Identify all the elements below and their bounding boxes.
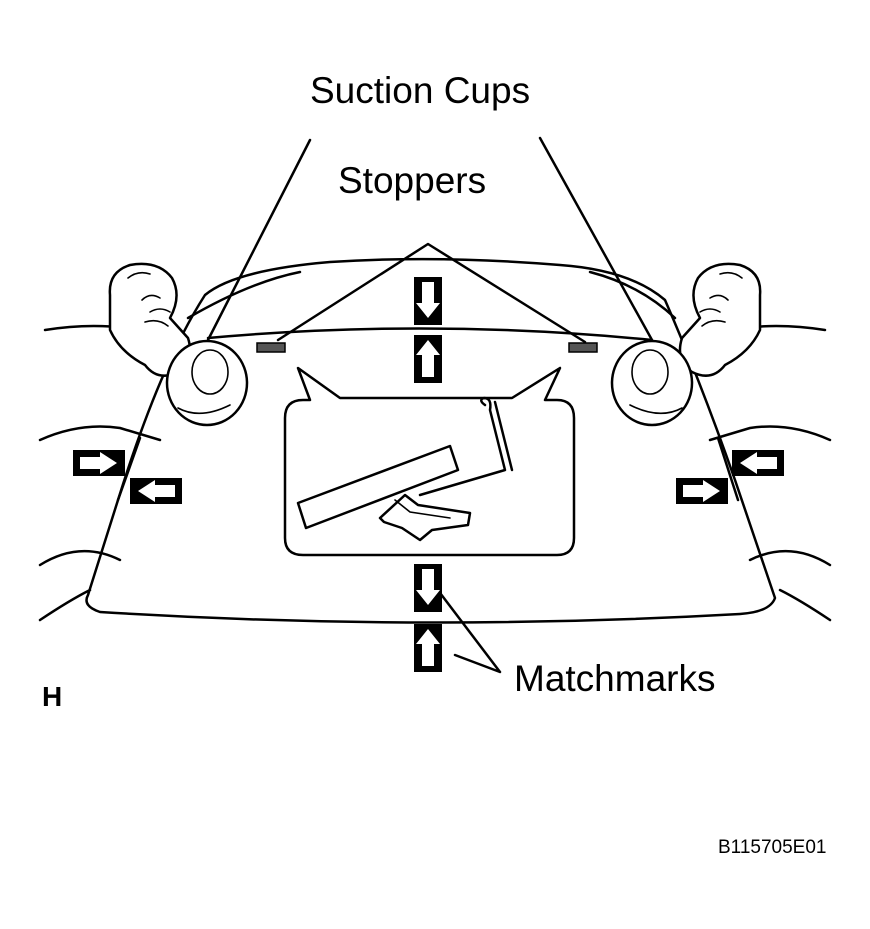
stoppers-label: Stoppers — [338, 160, 487, 201]
right-suction-cup — [610, 339, 694, 427]
body-matchmark-up-lower — [414, 624, 442, 672]
body-matchmark-up — [414, 335, 442, 383]
right-arm — [678, 262, 832, 622]
glass-matchmark-down-lower — [414, 564, 442, 612]
figure-code-label: B115705E01 — [718, 837, 827, 858]
matchmarks-leader — [432, 583, 502, 674]
stopper-detail-callout — [283, 366, 576, 557]
right-side-matchmark-right — [676, 478, 728, 504]
left-side-matchmark-left — [130, 478, 182, 504]
right-stopper — [568, 342, 598, 353]
matchmarks-label: Matchmarks — [514, 658, 716, 699]
stoppers-leader — [276, 242, 587, 344]
left-stopper — [256, 342, 286, 353]
glass-matchmark-down — [414, 277, 442, 325]
suction-cups-label: Suction Cups — [310, 70, 531, 111]
suction-cups-leader — [206, 136, 654, 342]
right-matchmark-line — [716, 436, 740, 502]
left-matchmark-line — [116, 436, 142, 502]
view-letter-label: H — [42, 681, 63, 712]
window-glass — [85, 257, 777, 624]
left-suction-cup — [165, 339, 249, 427]
right-side-matchmark-left — [732, 450, 784, 476]
left-arm — [38, 262, 192, 622]
left-side-matchmark-right — [73, 450, 125, 476]
